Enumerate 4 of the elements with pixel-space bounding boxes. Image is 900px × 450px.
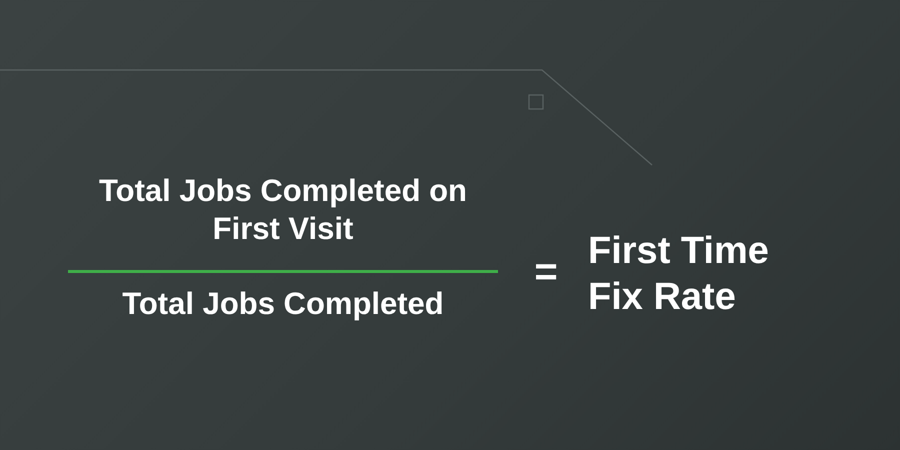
numerator-text: Total Jobs Completed on First Visit [98, 172, 468, 248]
result-text: First Time Fix Rate [588, 229, 770, 320]
denominator-text: Total Jobs Completed [121, 285, 445, 323]
equals-sign: = [533, 250, 559, 294]
